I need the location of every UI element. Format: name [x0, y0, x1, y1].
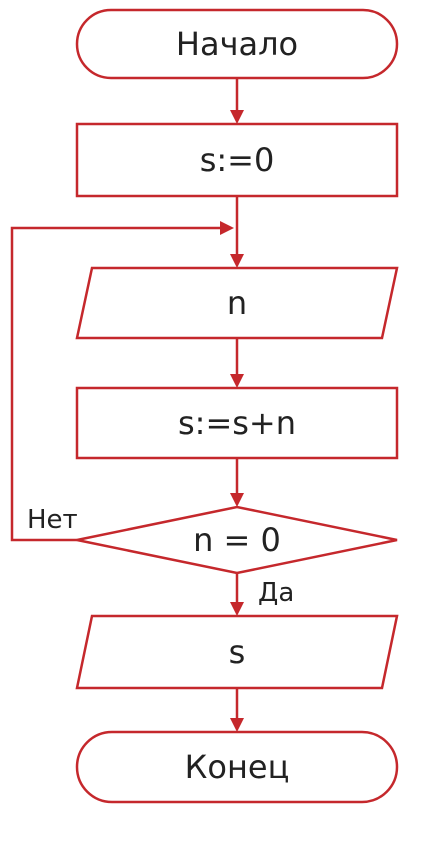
output-label: s — [229, 633, 246, 671]
arrow-init-to-input — [230, 196, 244, 268]
input-label: n — [227, 284, 247, 322]
loop-back-no-branch — [10, 221, 234, 542]
condition-label: n = 0 — [193, 521, 281, 559]
output-parallelogram: s — [75, 614, 399, 690]
start-label: Начало — [176, 25, 298, 63]
accumulate-process-box: s:=s+n — [75, 386, 399, 460]
yes-branch-label: Да — [258, 578, 294, 608]
condition-diamond: n = 0 — [76, 505, 398, 575]
arrow-accumulate-to-condition — [230, 458, 244, 507]
arrow-condition-to-output — [230, 573, 244, 616]
end-terminator: Конец — [75, 730, 399, 804]
input-parallelogram: n — [75, 266, 399, 340]
arrow-input-to-accumulate — [230, 338, 244, 388]
arrow-output-to-end — [230, 688, 244, 732]
accumulate-label: s:=s+n — [178, 404, 296, 442]
end-label: Конец — [185, 748, 290, 786]
start-terminator: Начало — [75, 8, 399, 80]
arrow-start-to-init — [230, 78, 244, 124]
init-process-box: s:=0 — [75, 122, 399, 198]
init-label: s:=0 — [200, 141, 275, 179]
no-branch-label: Нет — [27, 505, 78, 535]
